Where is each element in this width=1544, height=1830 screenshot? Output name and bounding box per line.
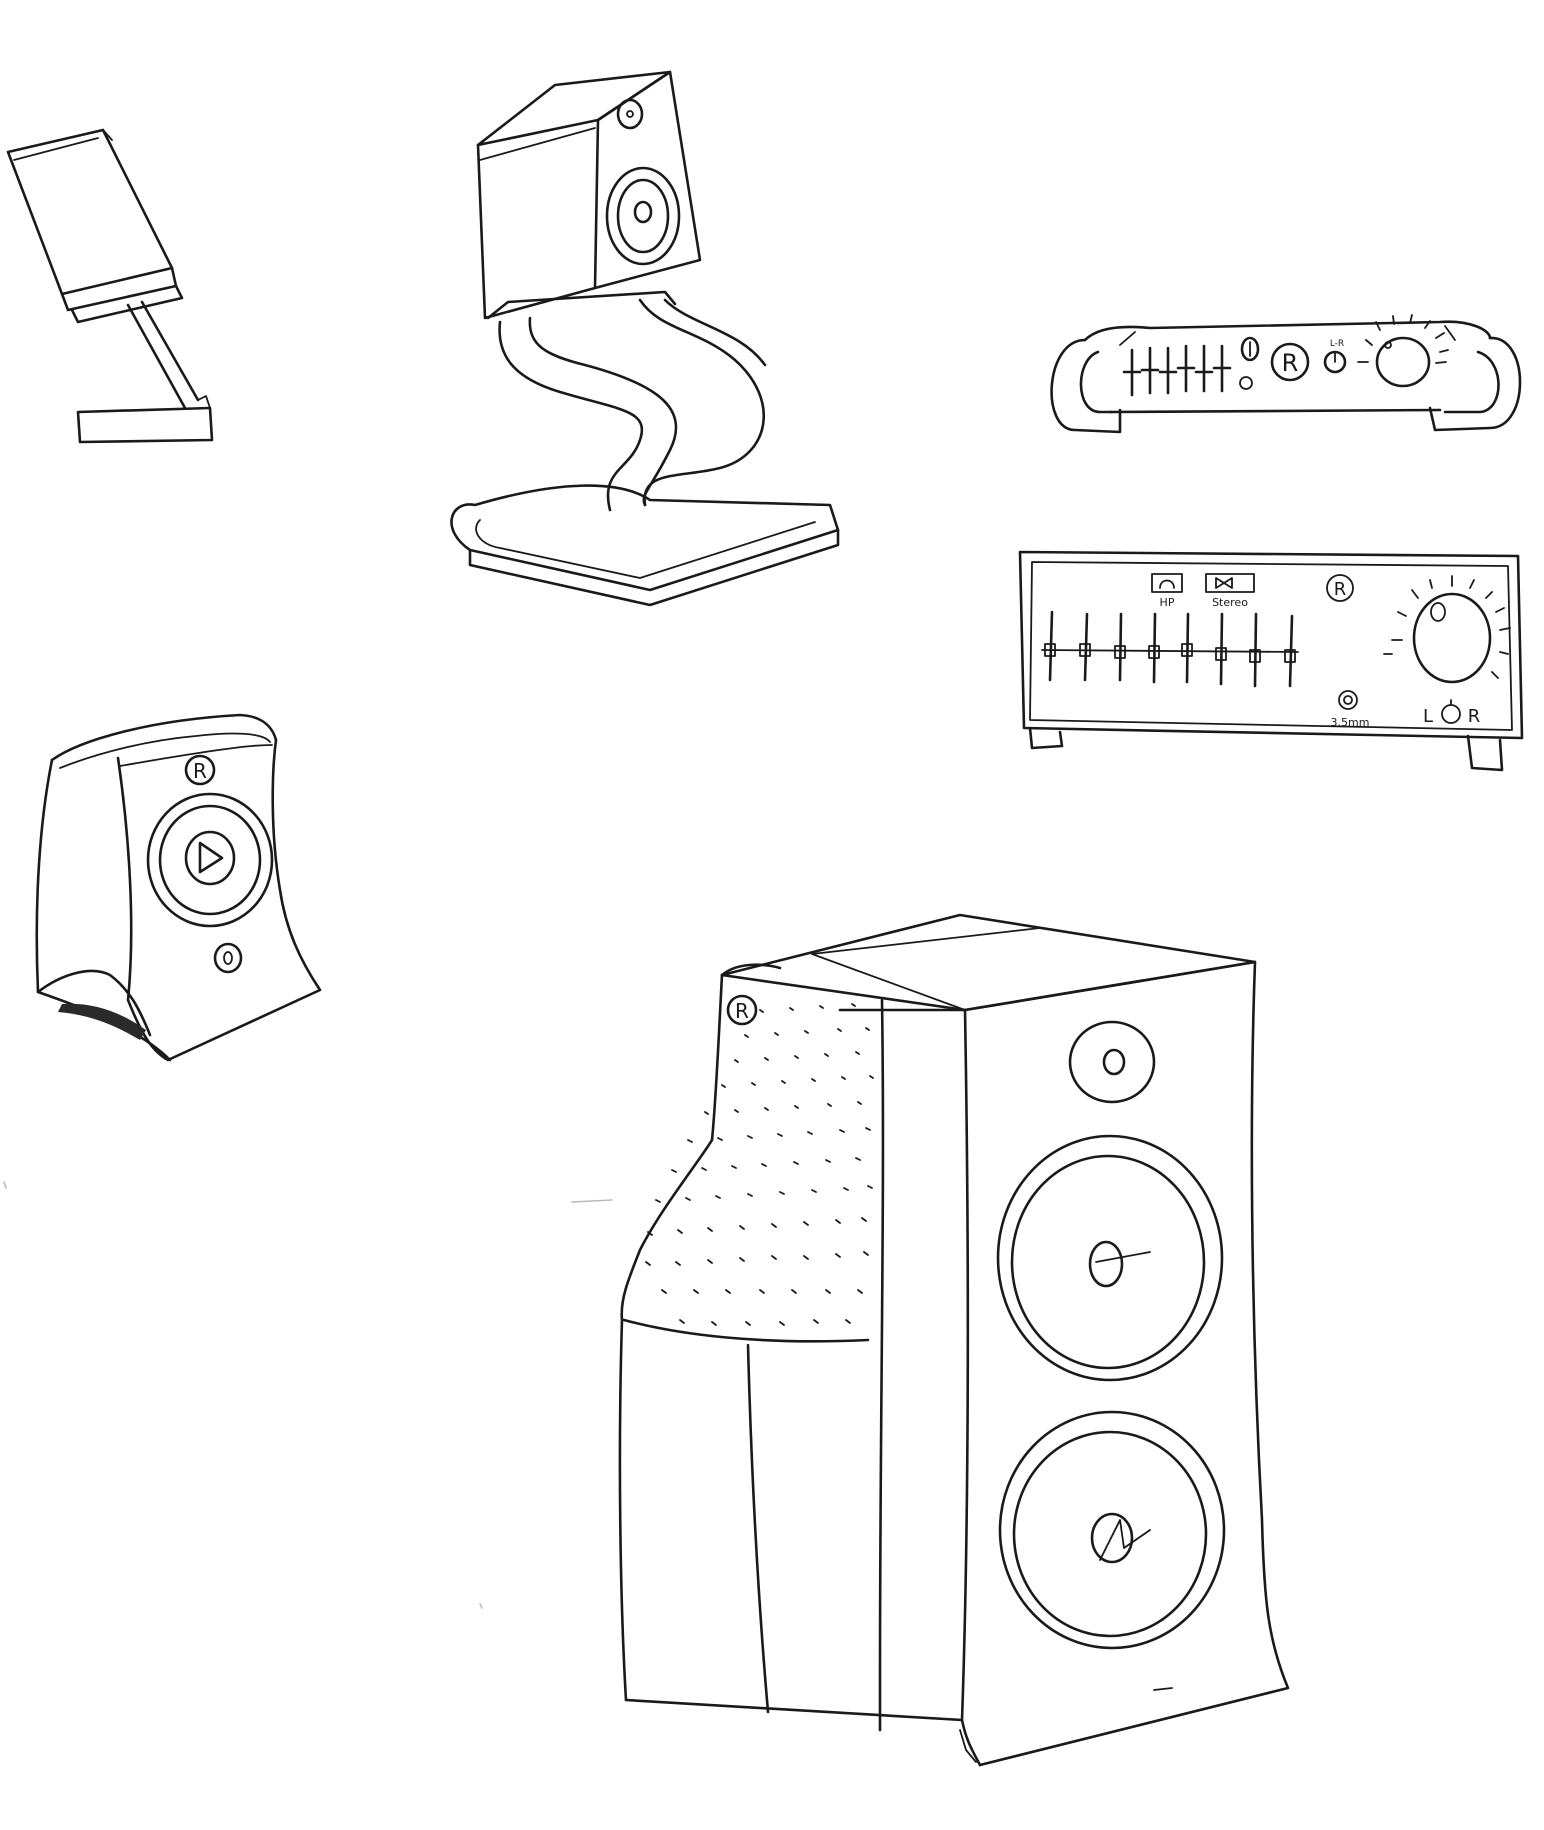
svg-text:L: L — [1423, 706, 1433, 727]
desktop-speaker-sketch: R — [35, 713, 322, 1062]
svg-text:R: R — [1334, 579, 1347, 600]
led-icon — [1239, 376, 1253, 390]
amp-volume-knob-icon — [1383, 575, 1511, 684]
perforated-grille — [645, 1003, 874, 1326]
svg-text:HP: HP — [1160, 596, 1175, 609]
stray-marks — [3, 1181, 613, 1609]
tower-logo-icon: R — [726, 994, 758, 1026]
dac-controller-sketch: R L-R — [1050, 314, 1522, 434]
volume-knob-icon — [1365, 314, 1449, 388]
tweeter-icon — [616, 98, 644, 130]
panel-stand-sketch — [6, 128, 214, 444]
jack-icon — [1240, 336, 1260, 362]
svg-text:Stereo: Stereo — [1212, 596, 1248, 609]
headphone-jack-icon: 3.5mm — [1331, 690, 1370, 729]
speaker-logo-icon: R — [184, 754, 216, 786]
dac-slider-bank — [1122, 344, 1232, 397]
amplifier-sketch: HP Stereo R 3.5mm — [1018, 550, 1524, 772]
brand-logo-icon: R — [1270, 342, 1310, 382]
s-stand-speaker-sketch — [450, 70, 840, 607]
hp-button: HP — [1151, 573, 1183, 609]
svg-text:3.5mm: 3.5mm — [1331, 716, 1370, 729]
amp-eq-sliders — [1041, 610, 1299, 688]
stereo-button: Stereo — [1205, 573, 1255, 609]
tower-speaker-sketch: R — [618, 913, 1290, 1767]
svg-text:R: R — [193, 759, 207, 783]
tower-woofer-upper-icon — [996, 1134, 1224, 1382]
svg-text:R: R — [1468, 706, 1481, 727]
tower-woofer-lower-icon — [998, 1410, 1226, 1650]
svg-text:R: R — [1282, 349, 1299, 377]
amp-balance-control: L R — [1423, 699, 1481, 727]
svg-text:R: R — [735, 999, 749, 1023]
speaker-tweeter-icon — [213, 942, 243, 974]
tower-tweeter-icon — [1068, 1020, 1156, 1104]
amp-logo-icon: R — [1326, 574, 1354, 602]
svg-text:L-R: L-R — [1330, 339, 1344, 349]
play-driver-icon — [146, 792, 274, 928]
woofer-icon — [605, 166, 681, 266]
